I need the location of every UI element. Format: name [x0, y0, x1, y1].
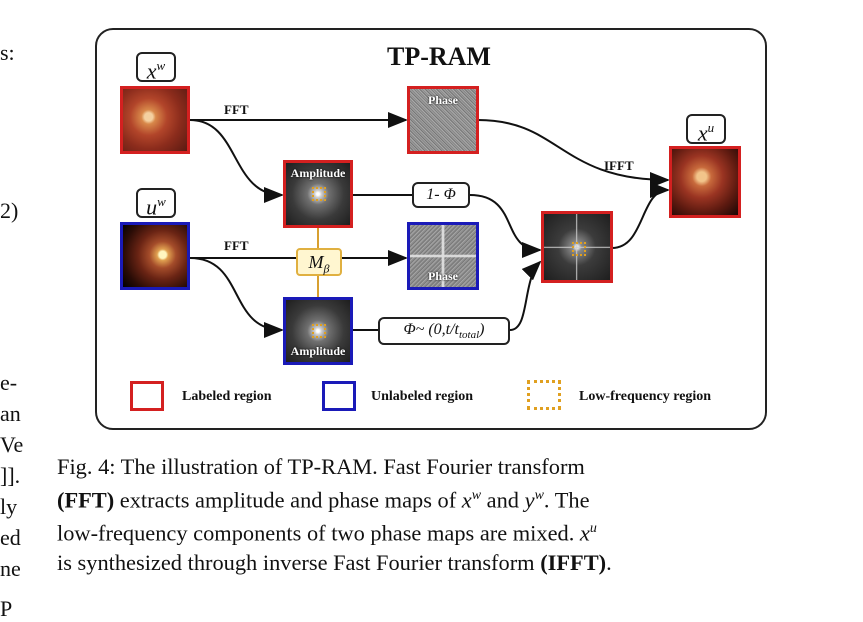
left-fragment: ne — [0, 556, 21, 581]
phase-label-top: Phase — [428, 93, 458, 107]
amplitude-map-bottom: Amplitude — [283, 297, 353, 365]
mixed-amplitude-map — [541, 211, 613, 283]
tag-uw: uw — [136, 188, 176, 219]
left-fragment: s: — [0, 40, 15, 65]
legend-lowfreq-swatch — [527, 380, 561, 410]
left-fragment: ly — [0, 494, 18, 519]
phase-label-bottom: Phase — [428, 269, 458, 283]
output-fundus-image — [669, 146, 741, 218]
figure-frame — [95, 28, 767, 430]
arrow-to-mixed-top — [469, 194, 542, 258]
labeled-fundus-image — [120, 86, 190, 154]
m-beta-box: Mβ — [296, 248, 342, 276]
figure-caption: Fig. 4: The illustration of TP-RAM. Fast… — [57, 452, 817, 577]
tag-xu: xu — [686, 114, 726, 145]
arrow-to-mixed-bottom — [509, 260, 542, 331]
left-fragment: ]]. — [0, 463, 21, 488]
left-fragment: 2) — [0, 198, 19, 223]
arrow-phase-to-ifft — [477, 119, 670, 188]
amplitude-label-bottom: Amplitude — [290, 344, 346, 358]
amplitude-label-top: Amplitude — [290, 166, 346, 180]
tag-xw: xw — [136, 52, 176, 83]
legend-unlabeled-label: Unlabeled region — [371, 389, 474, 404]
legend-lowfreq-label: Low-frequency region — [579, 389, 712, 404]
left-fragment: ed — [0, 525, 21, 550]
left-fragment: P — [0, 596, 13, 621]
legend-unlabeled-swatch — [322, 381, 356, 411]
fft-label-top: FFT — [224, 102, 249, 117]
fft-label-bottom: FFT — [224, 238, 249, 253]
figure-title: TP-RAM — [387, 42, 491, 71]
unlabeled-fundus-image — [120, 222, 190, 290]
left-fragment: Ve — [0, 432, 24, 457]
caption-line-3: low-frequency components of two phase ma… — [57, 520, 597, 546]
phase-map-bottom: Phase — [407, 222, 479, 290]
ifft-label: IFFT — [604, 158, 634, 173]
lowfreq-box-mixed — [572, 242, 586, 256]
phase-map-top: Phase — [407, 86, 479, 154]
caption-line-1: Fig. 4: The illustration of TP-RAM. Fast… — [57, 454, 585, 479]
lowfreq-box-top — [312, 187, 326, 201]
phi-distribution-tag: Φ~ (0,t/ttotal) — [378, 317, 510, 345]
arrow-fft-top-amplitude — [189, 119, 284, 203]
left-fragment: an — [0, 401, 21, 426]
legend-labeled-label: Labeled region — [182, 389, 272, 404]
caption-line-2: (FFT) extracts amplitude and phase maps … — [57, 487, 590, 513]
one-minus-phi-tag: 1- Φ — [412, 182, 470, 208]
arrow-mixed-to-output — [611, 182, 670, 249]
amplitude-map-top: Amplitude — [283, 160, 353, 228]
arrow-fft-bottom-amplitude — [189, 257, 284, 338]
caption-line-4: is synthesized through inverse Fast Four… — [57, 549, 612, 575]
left-fragment: e- — [0, 370, 18, 395]
legend-labeled-swatch — [130, 381, 164, 411]
lowfreq-box-bottom — [312, 324, 326, 338]
